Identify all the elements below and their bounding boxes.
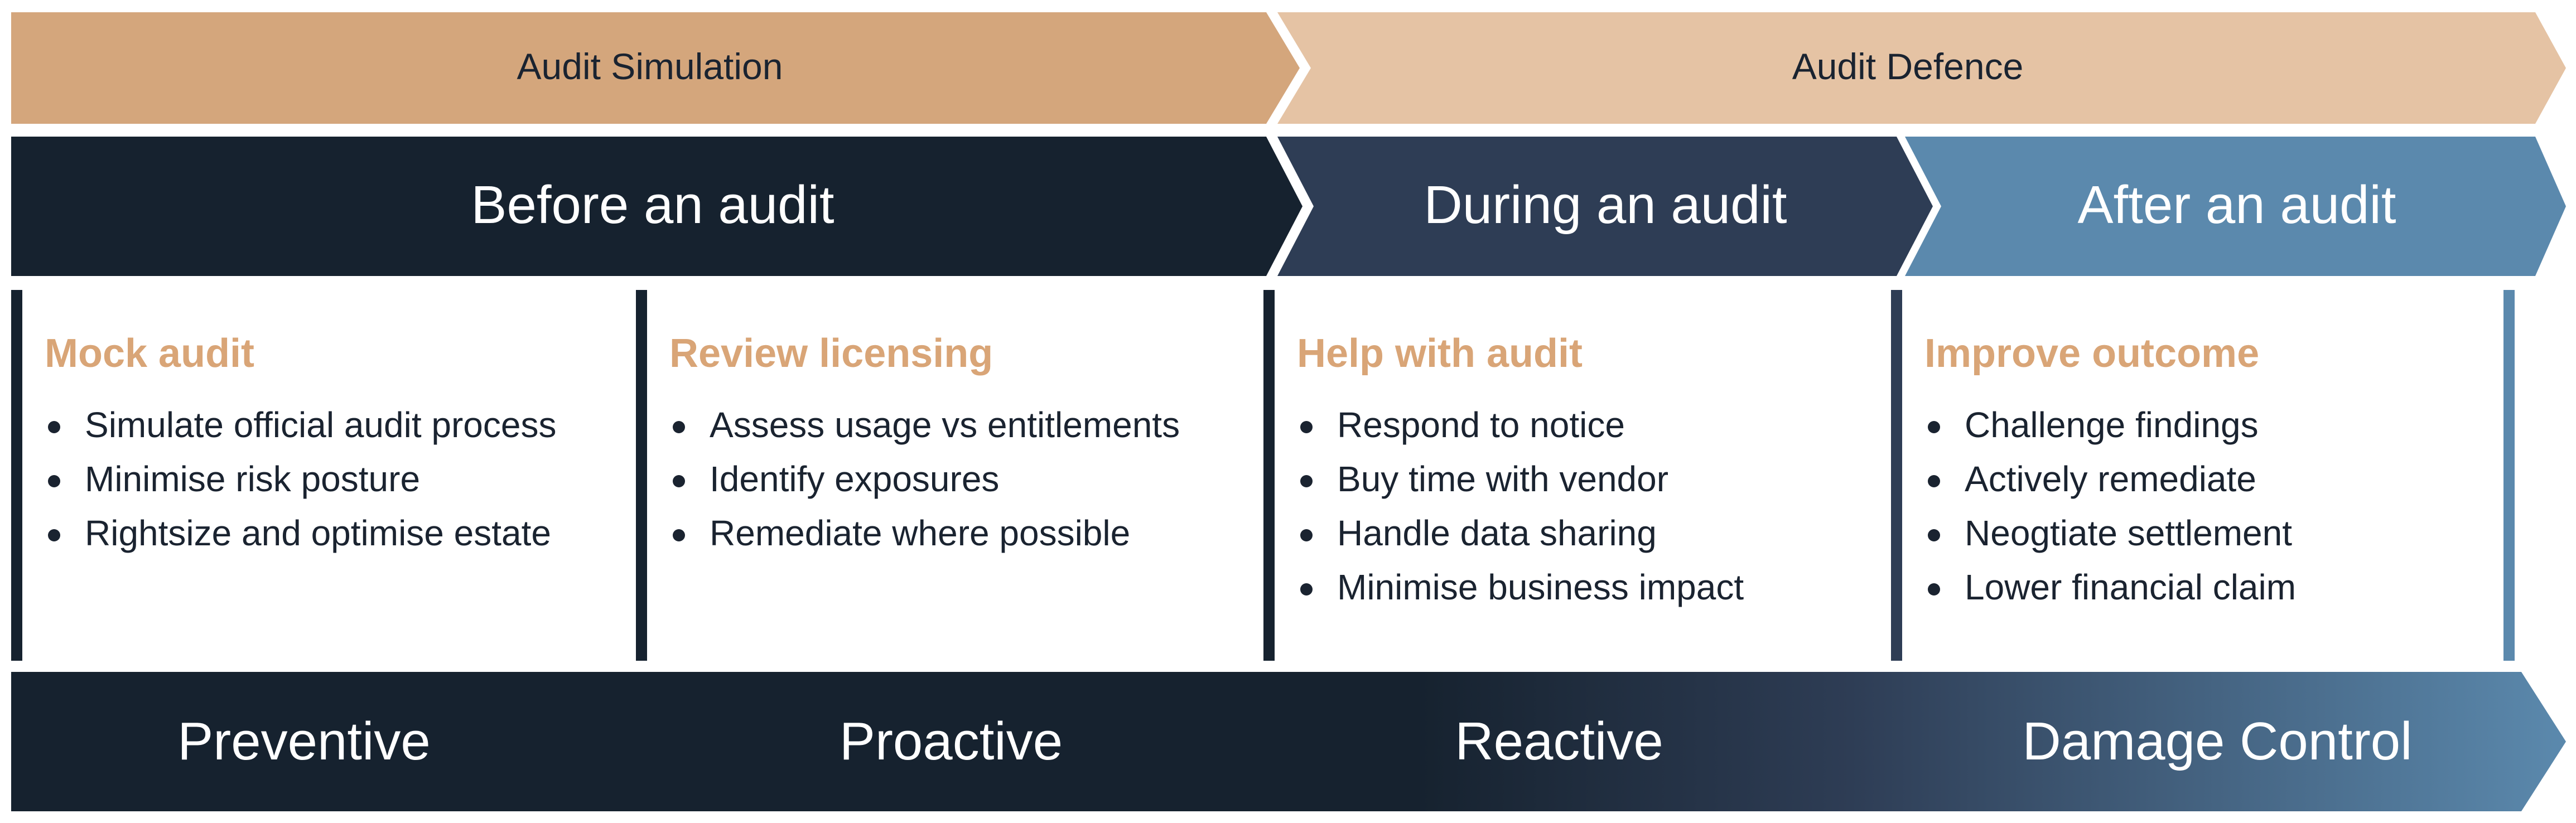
list-item: Rightsize and optimise estate: [45, 506, 630, 560]
list-item: Assess usage vs entitlements: [669, 398, 1261, 452]
list-item: Remediate where possible: [669, 506, 1261, 560]
during-audit-stage: [1277, 137, 1933, 276]
during-audit-label: During an audit: [1424, 175, 1787, 235]
list-item: Handle data sharing: [1297, 506, 1888, 560]
list-item: Simulate official audit process: [45, 398, 630, 452]
bullet-icon: [48, 475, 60, 487]
approach-arrow: [11, 672, 2566, 811]
before-audit-label: Before an audit: [471, 175, 834, 235]
bullet-icon: [1928, 583, 1940, 596]
card-review-licensing: Review licensing Assess usage vs entitle…: [636, 290, 1261, 661]
bullet-icon: [1300, 475, 1313, 487]
right-end-accent-bar: [2503, 290, 2515, 661]
after-audit-label: After an audit: [2077, 175, 2396, 235]
before-audit-stage: [11, 137, 1303, 276]
card-bullet-list: Simulate official audit process Minimise…: [45, 398, 630, 560]
card-bullet-list: Assess usage vs entitlements Identify ex…: [669, 398, 1261, 560]
card-bullet-list: Respond to notice Buy time with vendor H…: [1297, 398, 1888, 614]
card-accent-bar: [636, 290, 647, 661]
card-title: Improve outcome: [1924, 331, 2260, 376]
audit-defence-banner: [1277, 12, 2566, 124]
bullet-icon: [1300, 529, 1313, 541]
bullet-icon: [1928, 529, 1940, 541]
list-item: Neogtiate settlement: [1924, 506, 2502, 560]
card-accent-bar: [1891, 290, 1902, 661]
card-help-with-audit: Help with audit Respond to notice Buy ti…: [1263, 290, 1888, 661]
card-accent-bar: [1263, 290, 1275, 661]
card-bullet-list: Challenge findings Actively remediate Ne…: [1924, 398, 2502, 614]
list-item: Minimise risk posture: [45, 452, 630, 506]
list-item: Lower financial claim: [1924, 560, 2502, 614]
bullet-icon: [1928, 421, 1940, 433]
list-item: Actively remediate: [1924, 452, 2502, 506]
approach-reactive-label: Reactive: [1455, 711, 1663, 771]
list-item: Challenge findings: [1924, 398, 2502, 452]
list-item: Buy time with vendor: [1297, 452, 1888, 506]
list-item: Minimise business impact: [1297, 560, 1888, 614]
card-title: Review licensing: [669, 331, 993, 376]
card-accent-bar: [11, 290, 22, 661]
list-item: Respond to notice: [1297, 398, 1888, 452]
approach-proactive-label: Proactive: [840, 711, 1063, 771]
bullet-icon: [673, 529, 685, 541]
bullet-icon: [1928, 475, 1940, 487]
bullet-icon: [673, 475, 685, 487]
audit-simulation-banner: [11, 12, 1300, 124]
audit-simulation-label: Audit Simulation: [517, 46, 783, 87]
bullet-icon: [1300, 583, 1313, 596]
bullet-icon: [1300, 421, 1313, 433]
card-title: Mock audit: [45, 331, 255, 376]
bullet-icon: [48, 421, 60, 433]
bullet-icon: [48, 529, 60, 541]
list-item: Identify exposures: [669, 452, 1261, 506]
card-improve-outcome: Improve outcome Challenge findings Activ…: [1891, 290, 2502, 661]
bullet-icon: [673, 421, 685, 433]
approach-preventive-label: Preventive: [177, 711, 431, 771]
card-mock-audit: Mock audit Simulate official audit proce…: [11, 290, 630, 661]
audit-defence-label: Audit Defence: [1792, 46, 2024, 87]
card-title: Help with audit: [1297, 331, 1583, 376]
after-audit-stage: [1905, 137, 2566, 276]
approach-damage-control-label: Damage Control: [2023, 711, 2413, 771]
